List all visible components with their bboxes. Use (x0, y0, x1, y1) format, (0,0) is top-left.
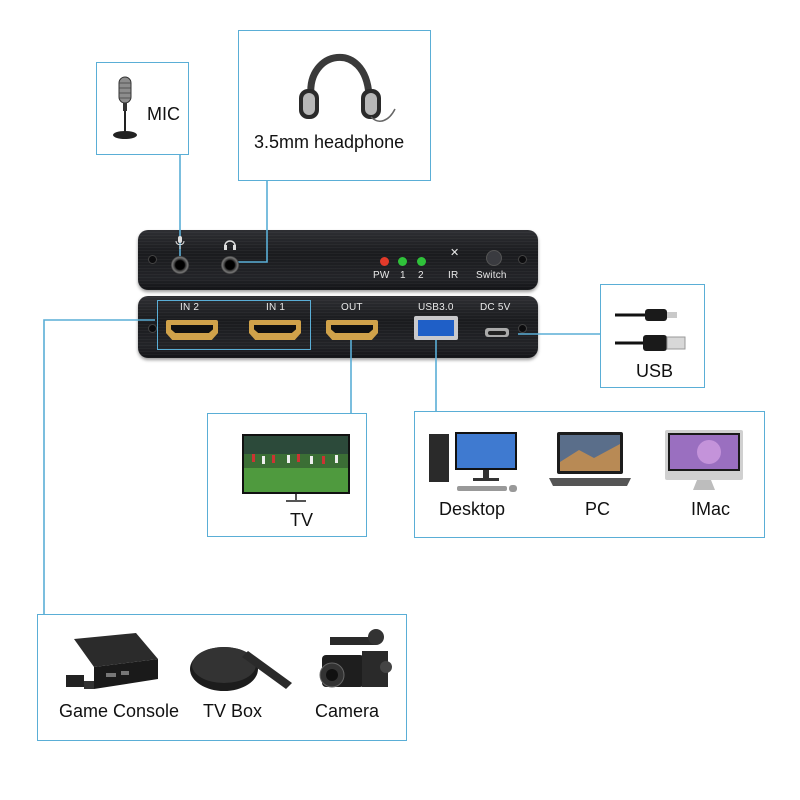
device-back-panel: IN 2 IN 1 OUT USB3.0 DC 5V (138, 296, 538, 358)
screw-icon (518, 255, 527, 264)
usb-cable-icon (615, 309, 686, 351)
game-console-label: Game Console (59, 701, 180, 721)
hdmi-in2-port (166, 320, 218, 340)
game-console-icon (66, 633, 158, 689)
tv-box-icon (190, 647, 292, 691)
input-group-outline (157, 300, 311, 350)
camera-label: Camera (315, 701, 380, 721)
computers-box: Desktop PC IMac (414, 411, 765, 538)
screw-icon (148, 324, 157, 333)
headphone-label: 3.5mm headphone (254, 132, 405, 152)
mic-jack (171, 256, 189, 274)
usb3-port (414, 316, 458, 340)
tv-label: TV (290, 510, 314, 530)
tv-icon (242, 434, 350, 502)
microphone-icon (113, 76, 137, 139)
usb-box: USB (600, 284, 705, 388)
screw-icon (148, 255, 157, 264)
headphone-box: 3.5mm headphone (238, 30, 431, 181)
dc-power-port (485, 328, 509, 337)
imac-icon (665, 430, 743, 490)
device-front-panel: PW 1 2 ✕ IR Switch (138, 230, 538, 290)
usb-label: USB (636, 361, 674, 381)
desktop-icon (429, 432, 517, 492)
headphone-jack (221, 256, 239, 274)
screw-icon (518, 324, 527, 333)
headphone-port-icon (224, 240, 236, 250)
hdmi-out-port (326, 320, 378, 340)
hdmi-in1-port (249, 320, 301, 340)
imac-label: IMac (691, 499, 731, 519)
pc-label: PC (585, 499, 611, 519)
led-1 (398, 257, 407, 266)
camera-icon (319, 629, 392, 688)
laptop-icon (549, 432, 631, 486)
mic-label: MIC (147, 104, 180, 124)
desktop-label: Desktop (439, 499, 506, 519)
mic-box: MIC (96, 62, 189, 155)
led-pw (380, 257, 389, 266)
headphone-icon (299, 53, 396, 122)
sources-box: Game Console TV Box Camera (37, 614, 407, 741)
led-2 (417, 257, 426, 266)
switch-button[interactable] (486, 250, 502, 266)
tv-box: TV (207, 413, 367, 537)
tv-box-label: TV Box (203, 701, 263, 721)
mic-port-icon (175, 236, 185, 249)
